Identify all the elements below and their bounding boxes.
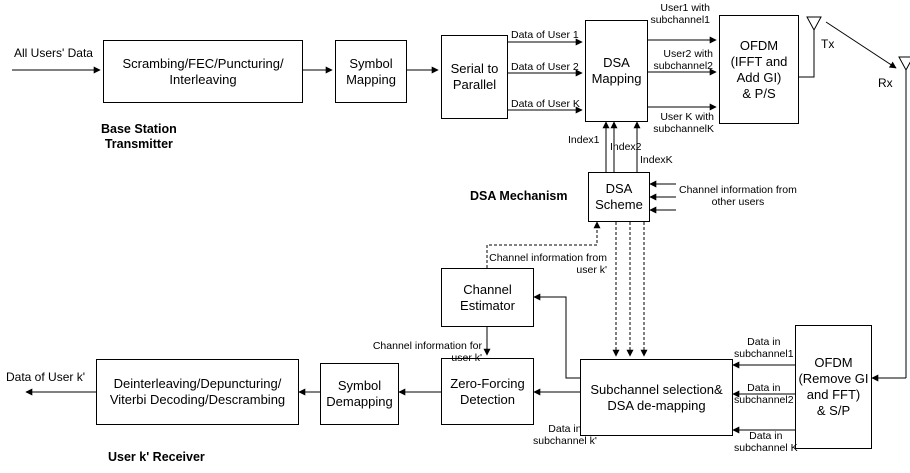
- rx-label: Rx: [878, 76, 893, 90]
- all-users-data-label: All Users' Data: [14, 46, 93, 60]
- zero-forcing-block: Zero-Forcing Detection: [441, 358, 534, 425]
- block-text: Symbol: [349, 55, 393, 71]
- data-subchannel2-label: Data in subchannel2: [734, 382, 794, 406]
- channel-info-other-users-label: Channel information from other users: [679, 184, 797, 208]
- index1-label: Index1: [568, 134, 600, 146]
- block-text: Interleaving: [169, 71, 237, 87]
- channel-estimator-block: Channel Estimator: [441, 268, 534, 327]
- subchannel-selection-block: Subchannel selection& DSA de-mapping: [580, 359, 733, 436]
- label-line: Channel information from: [489, 252, 607, 264]
- block-text: Viterbi Decoding/Descrambing: [109, 392, 286, 407]
- base-station-heading: Base Station Transmitter: [101, 122, 177, 152]
- block-text: Parallel: [452, 77, 497, 92]
- block-text: & S/P: [816, 403, 851, 418]
- rx-antenna-icon: [898, 56, 910, 72]
- dsa-scheme-block: DSA Scheme: [588, 172, 650, 222]
- data-subchannelk-label: Data in subchannel K: [734, 430, 798, 454]
- dashed-feedback-to-dsa-scheme: [486, 221, 601, 268]
- ofdm-tx-block: OFDM (IFFT and Add GI) & P/S: [719, 15, 799, 124]
- label-line: User1 with: [660, 2, 710, 14]
- block-text: Scrambing/FEC/Puncturing/: [122, 55, 284, 71]
- wireless-link: [825, 21, 897, 69]
- label-line: Data in: [747, 336, 781, 348]
- dsa-mapping-block: DSA Mapping: [585, 20, 648, 122]
- block-text: DSA de-mapping: [607, 397, 706, 413]
- label-line: Data in: [548, 423, 582, 435]
- label-line: Data in: [747, 382, 781, 394]
- block-text: OFDM: [739, 37, 779, 53]
- heading-line: Transmitter: [104, 137, 173, 151]
- label-line: subchannel K: [734, 442, 798, 454]
- block-text: Demapping: [326, 394, 393, 409]
- data-user2-label: Data of User 2: [511, 61, 579, 73]
- block-text: Detection: [460, 391, 515, 407]
- block-text: and FFT): [806, 387, 861, 402]
- block-text: Estimator: [460, 297, 515, 313]
- label-line: user k': [576, 264, 607, 276]
- arrow-subchannel-to-estimator: [533, 293, 580, 379]
- data-userk-label: Data of User K: [511, 98, 580, 110]
- symbol-mapping-block: Symbol Mapping: [335, 40, 407, 103]
- data-user1-label: Data of User 1: [511, 29, 579, 41]
- user1-subchannel-label: User1 with subchannel1: [650, 2, 710, 26]
- index2-label: Index2: [610, 141, 642, 153]
- label-line: User K with: [660, 111, 714, 123]
- block-text: Mapping: [346, 71, 396, 87]
- label-line: other users: [711, 196, 765, 208]
- receiver-heading: User k' Receiver: [108, 450, 205, 464]
- channel-info-for-userk-label: Channel information for user k': [373, 340, 482, 364]
- label-line: Data in: [749, 430, 783, 442]
- label-line: subchannel2: [734, 394, 794, 406]
- serial-to-parallel-block: Serial to Parallel: [441, 35, 508, 119]
- user2-subchannel-label: User2 with subchannel2: [653, 48, 713, 72]
- label-line: subchannel1: [734, 348, 794, 360]
- block-text: DSA: [603, 55, 630, 70]
- tx-antenna-icon: [806, 16, 822, 32]
- channel-info-from-userk-label: Channel information from user k': [489, 252, 607, 276]
- block-text: Scheme: [595, 197, 643, 212]
- block-text: DSA: [605, 181, 633, 196]
- symbol-demapping-block: Symbol Demapping: [320, 363, 399, 425]
- block-text: OFDM: [814, 355, 853, 370]
- block-text: Subchannel selection&: [590, 381, 723, 397]
- heading-line: Base Station: [101, 122, 177, 136]
- label-line: subchannel1: [650, 14, 710, 26]
- block-text: (IFFT and: [730, 53, 788, 69]
- block-text: Symbol: [337, 378, 382, 393]
- scrambling-fec-block: Scrambing/FEC/Puncturing/ Interleaving: [103, 40, 303, 103]
- block-text: Zero-Forcing: [450, 375, 525, 391]
- block-text: Add GI): [736, 69, 782, 85]
- label-line: User2 with: [663, 48, 713, 60]
- label-line: user k': [451, 352, 482, 364]
- block-text: & P/S: [742, 85, 776, 101]
- dsa-mechanism-heading: DSA Mechanism: [470, 189, 568, 203]
- block-text: Mapping: [591, 71, 642, 86]
- tx-label: Tx: [821, 37, 835, 51]
- deinterleaving-block: Deinterleaving/Depuncturing/ Viterbi Dec…: [96, 359, 299, 425]
- label-line: subchannelK: [653, 123, 714, 135]
- tx-antenna-feed: [799, 30, 815, 78]
- label-line: subchannel2: [653, 60, 713, 72]
- label-line: Channel information from: [679, 184, 797, 196]
- label-line: subchannel k': [533, 435, 597, 447]
- indexk-label: IndexK: [640, 154, 673, 166]
- block-text: (Remove GI: [798, 371, 869, 386]
- block-text: Serial to: [450, 61, 499, 76]
- userk-subchannel-label: User K with subchannelK: [653, 111, 714, 135]
- block-text: Deinterleaving/Depuncturing/: [113, 376, 282, 391]
- label-line: Channel information for: [372, 340, 482, 352]
- ofdm-rx-block: OFDM (Remove GI and FFT) & S/P: [795, 325, 872, 449]
- data-subchannel-kprime-label: Data in subchannel k': [533, 423, 597, 447]
- data-of-userk-label: Data of User k': [6, 370, 85, 384]
- data-subchannel1-label: Data in subchannel1: [734, 336, 794, 360]
- block-text: Channel: [463, 281, 512, 297]
